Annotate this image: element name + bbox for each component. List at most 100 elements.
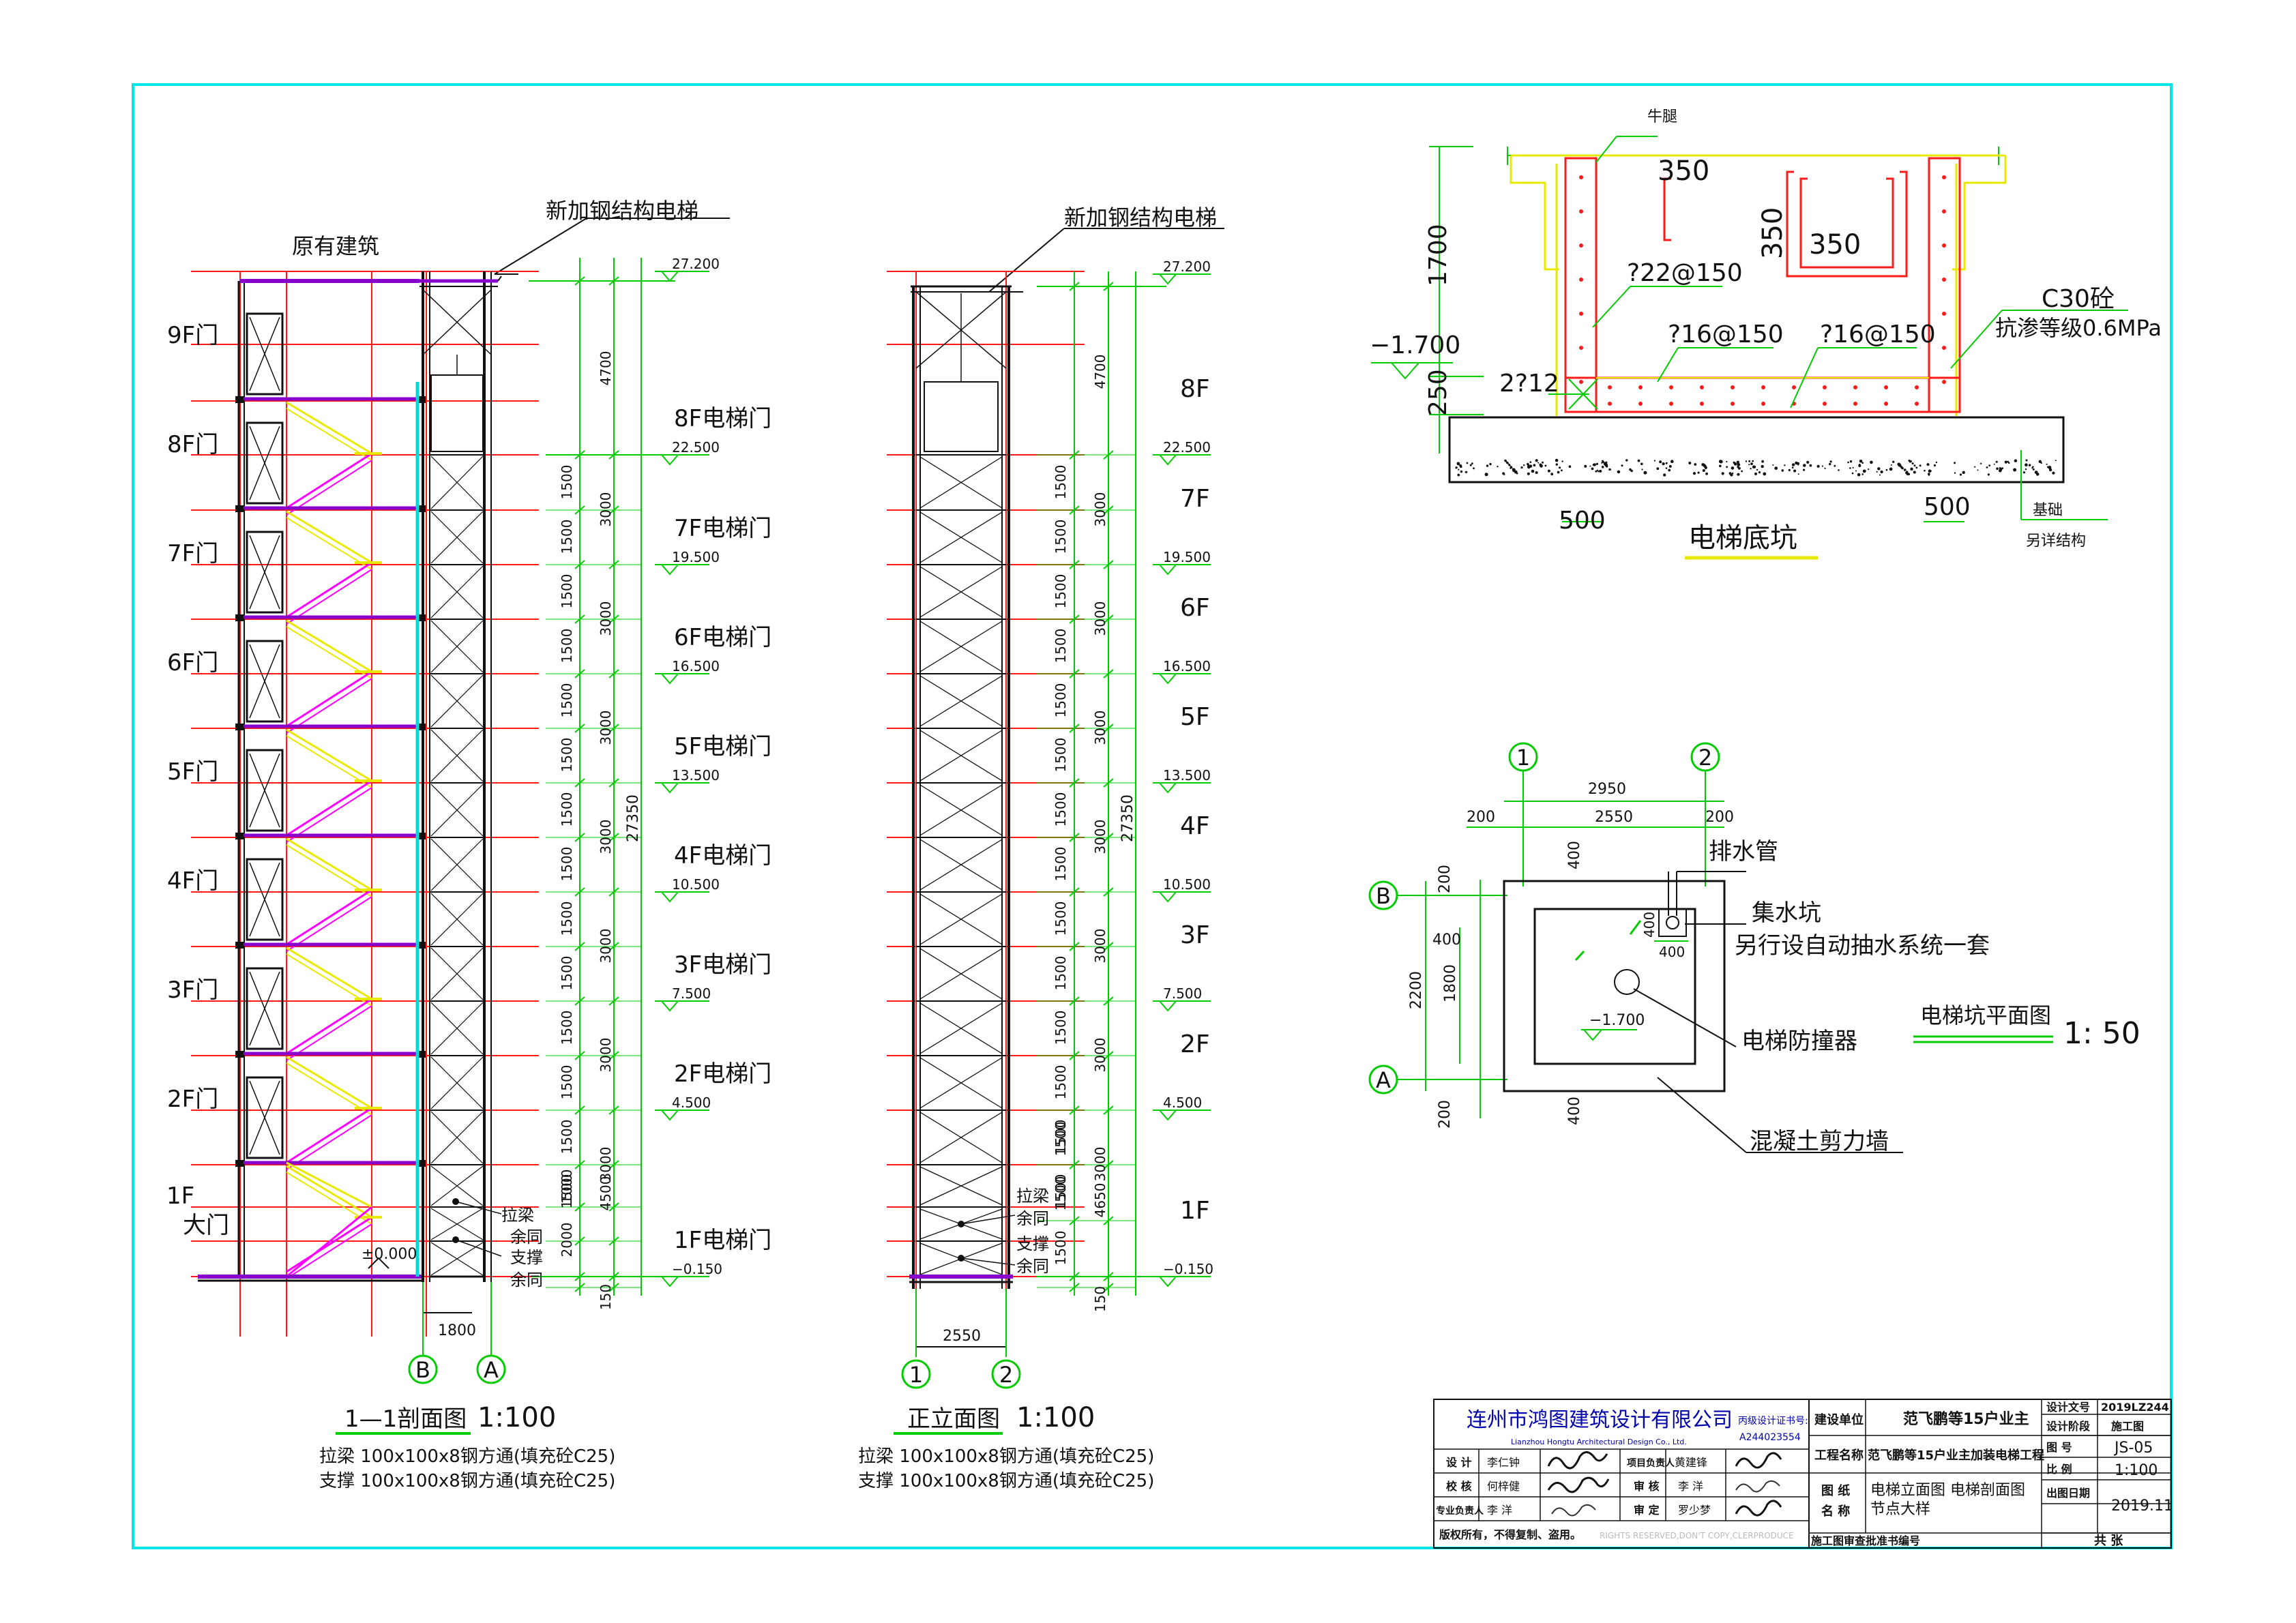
foundation-aggregate-dot <box>1924 469 1926 472</box>
foundation-aggregate-dot <box>1659 460 1662 464</box>
pit-rebar-dot <box>1942 278 1946 282</box>
pit-rebar-dot <box>1579 175 1583 179</box>
pit-corbel-label: 牛腿 <box>1647 108 1677 125</box>
foundation-aggregate-dot <box>1599 469 1602 473</box>
elevation-tower-brace <box>919 1166 1003 1206</box>
elevation-level-elevation: 13.500 <box>1163 767 1211 784</box>
foundation-aggregate-dot <box>1726 466 1728 468</box>
foundation-aggregate-dot <box>2025 463 2028 466</box>
foundation-aggregate-dot <box>2046 463 2048 465</box>
tb-client-label: 建设单位 <box>1814 1412 1864 1427</box>
foundation-aggregate-dot <box>1996 467 1999 470</box>
foundation-aggregate-dot <box>1849 460 1853 463</box>
elevation-dim-value: 1500 <box>1053 629 1069 664</box>
elevation-dim-value: 3000 <box>1092 820 1108 854</box>
foundation-aggregate-dot <box>1763 472 1767 476</box>
pit-rebar-dot <box>1579 346 1583 350</box>
section-level-mark <box>661 1276 679 1287</box>
elevation-tower-brace <box>919 893 1003 945</box>
elevation-brace-label: 支撑 <box>1016 1234 1049 1253</box>
elevation-level-label: 3F <box>1180 921 1210 949</box>
elevation-dim-value: 3000 <box>1092 1038 1108 1073</box>
foundation-aggregate-dot <box>1959 473 1962 476</box>
elevation-level-elevation: 16.500 <box>1163 658 1211 674</box>
section-dim-value: 1500 <box>559 792 575 827</box>
section-level-elevation: 19.500 <box>672 549 720 565</box>
pit-rebar-dot <box>1579 209 1583 213</box>
section-level-mark <box>661 271 679 282</box>
pit-rebar-dot <box>1638 385 1643 389</box>
section-shaft-brace <box>430 1208 484 1240</box>
section-dim-value: 3000 <box>598 929 614 964</box>
foundation-aggregate-dot <box>1629 468 1632 471</box>
plan-dim-400-pit-h: 400 <box>1659 944 1685 960</box>
foundation-aggregate-dot <box>1668 468 1671 472</box>
foundation-aggregate-dot <box>1933 464 1936 467</box>
section-shaft-brace <box>430 838 484 891</box>
section-dim-value: 1500 <box>559 1120 575 1155</box>
tb-role-lead: 专业负责人 <box>1436 1505 1484 1517</box>
foundation-aggregate-dot <box>1458 468 1460 471</box>
pit-rebar-dot <box>1761 402 1765 406</box>
elevation-level-elevation: 7.500 <box>1163 985 1202 1002</box>
section-scale: 1:100 <box>477 1402 556 1433</box>
section-door-frame <box>246 531 284 614</box>
elevation-tower-brace <box>919 1057 1003 1109</box>
foundation-aggregate-dot <box>2022 471 2026 474</box>
foundation-aggregate-dot <box>1625 459 1628 462</box>
foundation-aggregate-dot <box>1510 467 1512 469</box>
section-dim-value: 2000 <box>559 1223 575 1257</box>
foundation-aggregate-dot <box>1542 461 1544 464</box>
foundation-aggregate-dot <box>1761 460 1765 463</box>
section-shaft-brace <box>430 1056 484 1110</box>
pit-rebar-dot <box>1669 385 1673 389</box>
elevation-dim-value: 1500 <box>1053 792 1069 827</box>
section-door-frame <box>246 1076 284 1159</box>
section-stair-flight <box>286 1005 372 1061</box>
pit-dim-500-left: 500 <box>1559 507 1606 535</box>
section-floor-door-label: 2F门 <box>167 1086 218 1113</box>
pit-rebar-dot <box>1884 385 1888 389</box>
title-block: 连州市鸿图建筑设计有限公司 Lianzhou Hongtu Architectu… <box>1433 1399 2173 1549</box>
tb-total-label: 共 张 <box>2094 1534 2123 1548</box>
elevation-elevator-car <box>924 381 999 452</box>
pit-foundation-note: 另详结构 <box>2026 533 2086 550</box>
section-width-dim: 1800 <box>438 1322 476 1339</box>
elevation-level-mark <box>1159 1000 1177 1012</box>
foundation-aggregate-dot <box>1861 473 1864 475</box>
pit-rebar-dot <box>1579 312 1583 316</box>
foundation-aggregate-dot <box>1601 466 1604 468</box>
pit-section-view: 1700 250 −1.700 350 350 350 基础 另详结构 <box>1370 108 2162 560</box>
foundation-aggregate-dot <box>1730 473 1733 477</box>
foundation-aggregate-dot <box>1559 466 1561 469</box>
section-dim-value: 1500 <box>559 1174 575 1209</box>
section-dim-value: 1500 <box>559 847 575 882</box>
elevation-tower-brace <box>919 456 1003 509</box>
pit-rebar-dot <box>1579 243 1583 248</box>
foundation-aggregate-dot <box>1726 460 1728 463</box>
plan-dim-200-top: 200 <box>1437 865 1454 893</box>
tb-drawing-label2: 名 称 <box>1821 1504 1850 1519</box>
section-dim-value: 3000 <box>598 492 614 527</box>
section-stair-flight <box>286 889 372 946</box>
foundation-aggregate-dot <box>1732 472 1734 475</box>
foundation-aggregate-dot <box>1954 462 1956 464</box>
tb-signature-3 <box>1551 1504 1596 1517</box>
foundation-aggregate-dot <box>1748 460 1751 462</box>
pit-dim-350-side: 350 <box>1757 207 1789 259</box>
foundation-aggregate-dot <box>1662 462 1665 466</box>
foundation-aggregate-dot <box>1824 467 1826 470</box>
plan-dim-400-pit-v: 400 <box>1641 912 1658 938</box>
section-stair-flight <box>286 837 372 891</box>
section-level-elevation: 13.500 <box>672 767 720 784</box>
foundation-aggregate-dot <box>1489 462 1492 466</box>
tb-drawing: 电梯立面图 电梯剖面图 <box>1870 1482 2025 1499</box>
plan-drain-label: 排水管 <box>1709 838 1778 865</box>
foundation-aggregate-dot <box>1537 462 1540 464</box>
section-leader <box>455 1201 502 1215</box>
foundation-aggregate-dot <box>1503 473 1505 475</box>
foundation-aggregate-dot <box>1993 463 1995 465</box>
section-slab-end <box>235 614 244 621</box>
foundation-aggregate-dot <box>1977 469 1979 471</box>
section-dim-value: 1500 <box>559 574 575 609</box>
